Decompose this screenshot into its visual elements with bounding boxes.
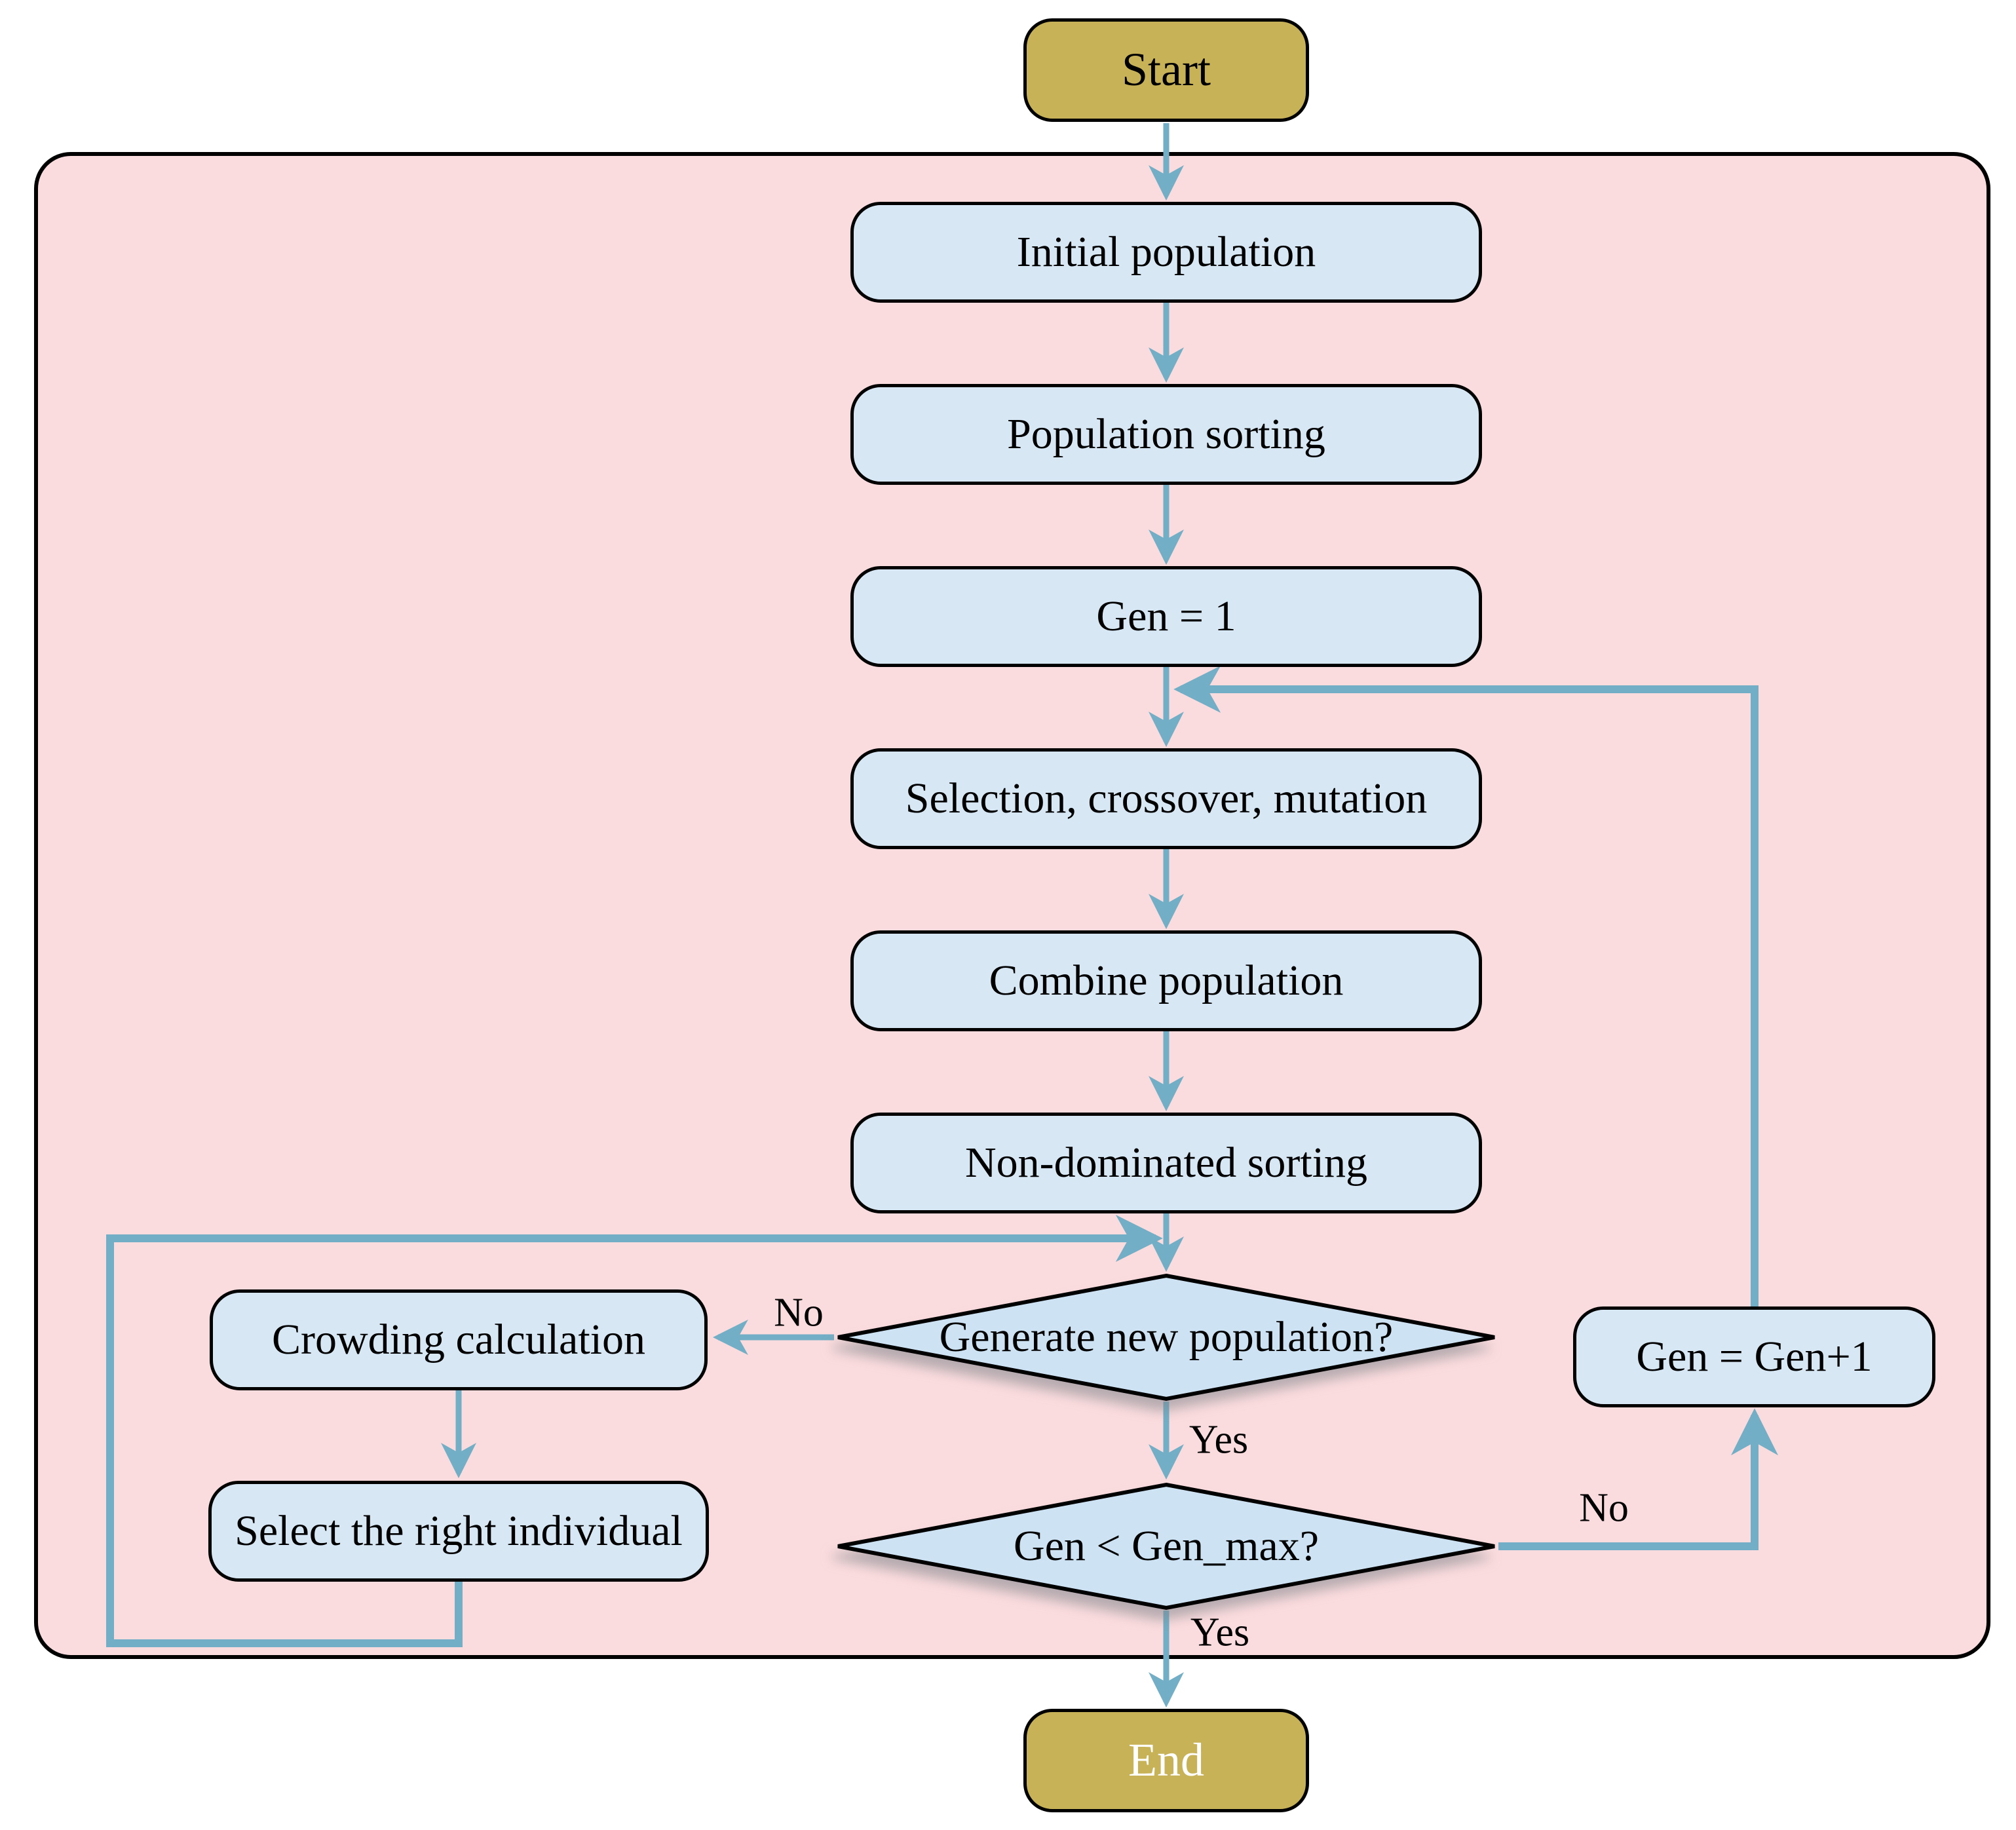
process-crowding-calculation: Crowding calculation [210,1289,708,1390]
edge-label-yes-middle: Yes [1189,1417,1249,1462]
edge-label-no-left: No [774,1290,824,1335]
decision-diamond-shape [837,1482,1495,1611]
edge-label-no-right: No [1579,1485,1629,1531]
process-combine-population: Combine population [850,930,1482,1031]
decision-generate-new-population-label: Generate new population? [939,1313,1394,1361]
decision-gen-max-check-label: Gen < Gen_max? [1013,1522,1320,1570]
process-non-dominated-sorting: Non-dominated sorting [850,1113,1482,1213]
edge-label-yes-bottom: Yes [1190,1610,1250,1655]
process-population-sorting: Population sorting [850,384,1482,485]
decision-diamond-shape [837,1273,1495,1401]
process-selection-crossover-mutation: Selection, crossover, mutation [850,748,1482,849]
decision-gen-max-check: Gen < Gen_max? [834,1482,1498,1611]
start-terminal: Start [1023,18,1309,122]
process-gen-init: Gen = 1 [850,566,1482,667]
process-gen-increment: Gen = Gen+1 [1573,1306,1935,1407]
end-terminal: End [1023,1709,1309,1812]
process-select-right-individual: Select the right individual [208,1481,709,1582]
process-initial-population: Initial population [850,202,1482,303]
algorithm-loop-region [34,152,1990,1659]
decision-generate-new-population: Generate new population? [834,1273,1498,1401]
